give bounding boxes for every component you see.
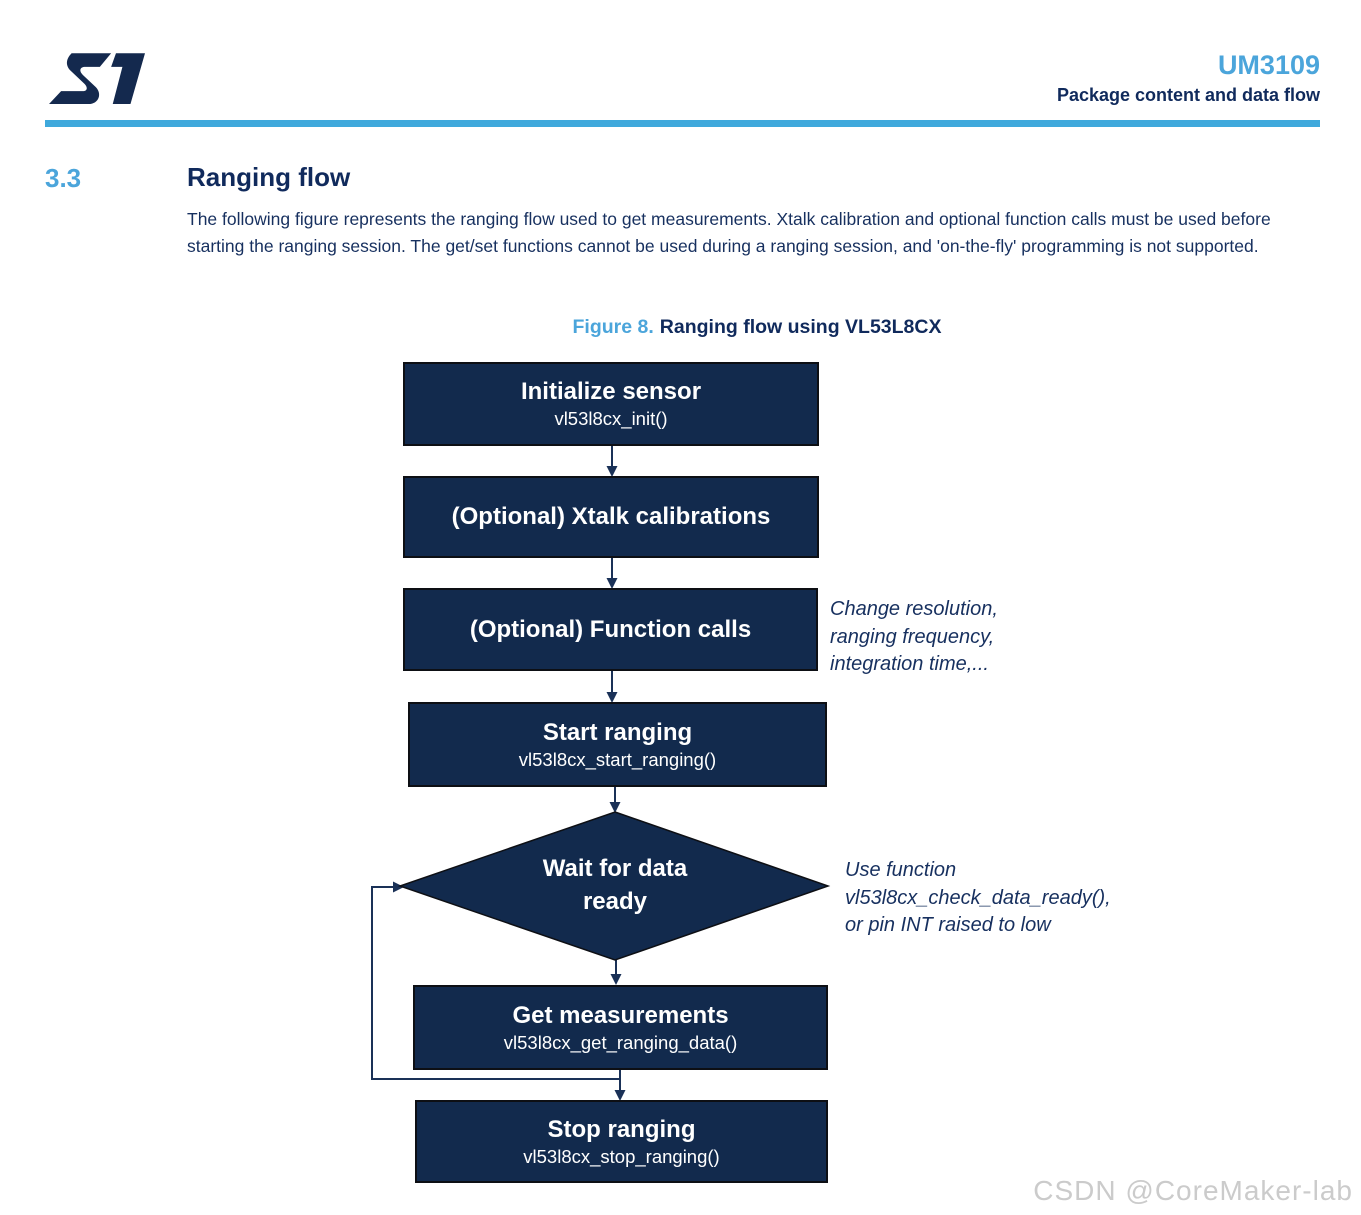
header-divider xyxy=(45,120,1320,127)
node-function: vl53l8cx_get_ranging_data() xyxy=(503,1031,738,1053)
node-title: Get measurements xyxy=(512,1001,729,1029)
annotation-wait-data-ready: Use function vl53l8cx_check_data_ready()… xyxy=(845,857,1111,940)
annotation-line: or pin INT raised to low xyxy=(845,914,1051,936)
annotation-line: integration time,... xyxy=(830,653,989,675)
section-title: Ranging flow xyxy=(187,162,351,192)
flow-node-stop-ranging: Stop ranging vl53l8cx_stop_ranging() xyxy=(415,1100,828,1183)
flow-node-function-calls: (Optional) Function calls xyxy=(403,588,818,671)
body-paragraph: The following figure represents the rang… xyxy=(187,209,1271,256)
node-title: (Optional) Xtalk calibrations xyxy=(451,503,771,530)
arrowhead xyxy=(609,802,621,813)
node-title-line1: Wait for data xyxy=(542,855,688,882)
node-title: (Optional) Function calls xyxy=(469,615,752,643)
node-function: vl53l8cx_init() xyxy=(554,408,668,429)
flow-node-initialize-sensor: Initialize sensor vl53l8cx_init() xyxy=(403,362,819,446)
annotation-line: Change resolution, xyxy=(830,598,998,620)
document-id: UM3109 xyxy=(1217,50,1320,80)
node-title: Start ranging xyxy=(542,718,693,746)
annotation-line: vl53l8cx_check_data_ready(), xyxy=(845,886,1111,909)
node-title: Stop ranging xyxy=(547,1115,696,1143)
node-function: vl53l8cx_stop_ranging() xyxy=(523,1145,720,1167)
figure-label: Figure 8. xyxy=(572,316,654,338)
annotation-function-calls: Change resolution, ranging frequency, in… xyxy=(830,596,998,679)
flow-node-start-ranging: Start ranging vl53l8cx_start_ranging() xyxy=(408,702,827,787)
node-function: vl53l8cx_start_ranging() xyxy=(518,748,717,770)
arrowhead-loop xyxy=(393,881,404,893)
node-title-line2: ready xyxy=(582,888,648,915)
section-number: 3.3 xyxy=(45,163,82,193)
chapter-title: Package content and data flow xyxy=(1056,85,1320,105)
figure-title: Ranging flow using VL53L8CX xyxy=(659,316,942,338)
flow-node-get-measurements: Get measurements vl53l8cx_get_ranging_da… xyxy=(413,985,828,1070)
annotation-line: Use function xyxy=(845,859,957,881)
st-logo xyxy=(49,53,145,104)
node-title: Initialize sensor xyxy=(520,378,702,405)
watermark: CSDN @CoreMaker-lab xyxy=(1033,1175,1353,1206)
arrowhead xyxy=(610,974,622,985)
flow-node-xtalk-calibrations: (Optional) Xtalk calibrations xyxy=(403,476,819,558)
figure-caption: Figure 8.Ranging flow using VL53L8CX xyxy=(187,316,1327,339)
flow-node-wait-label: Wait for data ready xyxy=(490,852,740,918)
annotation-line: ranging frequency, xyxy=(830,625,995,648)
